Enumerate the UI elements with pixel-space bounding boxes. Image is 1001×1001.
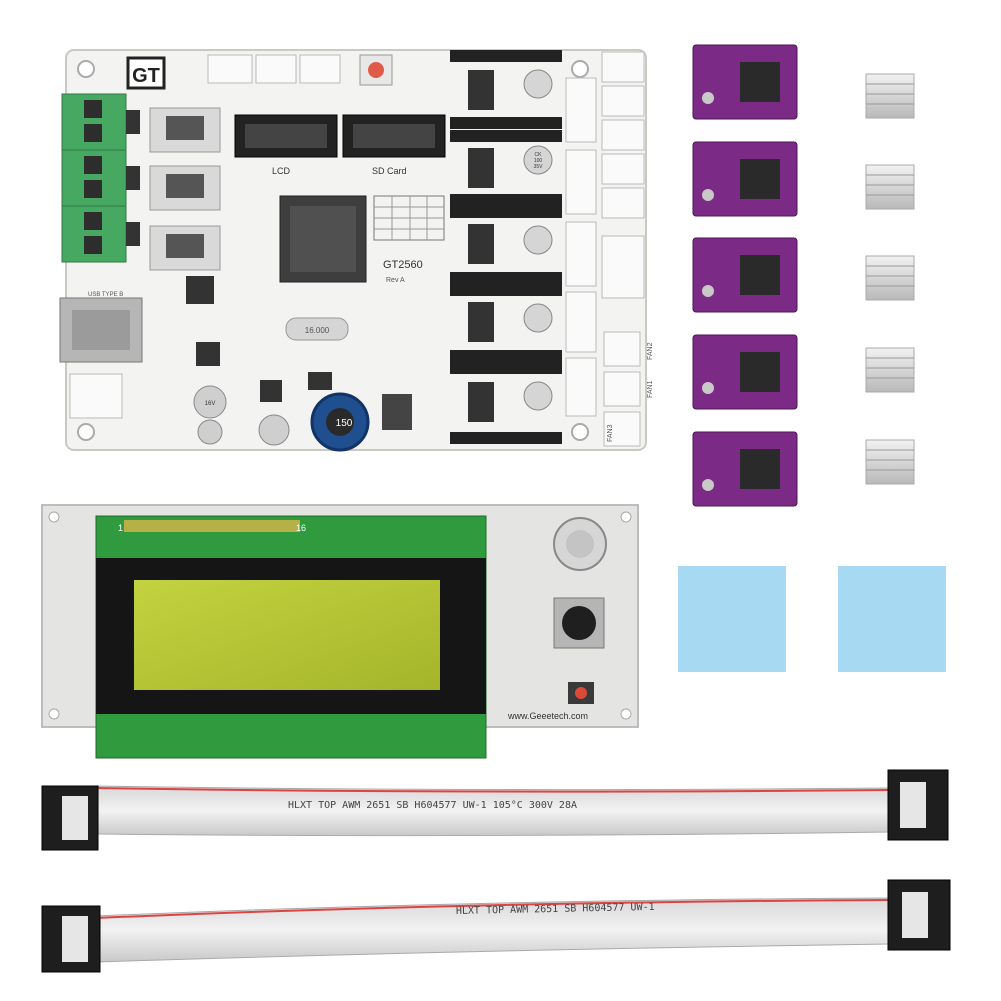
usb-label: USB TYPE B <box>88 292 123 298</box>
driver-cap-label: 100 <box>534 158 543 164</box>
lcd-url: www.Geeetech.com <box>507 711 588 721</box>
driver-socket <box>450 284 562 362</box>
stepper-driver <box>692 431 798 507</box>
capacitors: 16V <box>193 385 290 446</box>
ic-chip <box>308 372 332 390</box>
thermal-pad <box>678 566 786 672</box>
ic-chip <box>260 380 282 402</box>
ic-chip <box>186 276 214 304</box>
usb-port: USB TYPE B <box>59 292 143 363</box>
buzzer <box>553 517 607 571</box>
endstop-connectors: FAN2 FAN1 FAN3 <box>565 51 654 447</box>
heatsink <box>865 164 915 210</box>
driver-socket <box>450 50 562 129</box>
reset-button <box>359 54 393 86</box>
pin-first-label: 1 <box>118 523 123 533</box>
pin-last-label: 16 <box>296 523 306 533</box>
power-connector <box>69 373 123 419</box>
lcd-header: LCD <box>234 114 338 176</box>
stepper-driver <box>692 334 798 410</box>
thermal-pad <box>838 566 946 672</box>
driver-cap-label: CK <box>535 152 543 158</box>
driver-socket <box>450 206 562 284</box>
heatsink <box>865 439 915 485</box>
heatsink <box>865 73 915 119</box>
lcd-module: 1 16 www.Geeetech.com <box>41 504 639 759</box>
ribbon-cable-top: HLXT TOP AWM 2651 SB H604577 UW-1 105°C … <box>41 769 949 851</box>
rotary-encoder <box>553 597 605 649</box>
controller-board: GT <box>59 49 654 452</box>
sd-card-header: SD Card <box>342 114 446 176</box>
ribbon-top-text: HLXT TOP AWM 2651 SB H604577 UW-1 105°C … <box>288 800 577 811</box>
heatsink <box>865 347 915 393</box>
mount-hole <box>77 423 95 441</box>
crystal: 16.000 <box>285 317 349 341</box>
driver-sockets: CK 100 35V <box>450 50 562 444</box>
top-connectors <box>207 54 341 84</box>
lcd-screen <box>134 580 440 690</box>
heatsinks <box>865 73 915 485</box>
driver-cap-label: 35V <box>534 164 544 170</box>
mcu-chip <box>279 195 367 283</box>
lcd-header-label: LCD <box>272 166 291 176</box>
board-revision: Rev A <box>386 277 405 284</box>
crystal-label: 16.000 <box>305 326 330 335</box>
stepper-driver <box>692 237 798 313</box>
mosfets <box>149 107 221 271</box>
inductor-label: 150 <box>336 418 353 429</box>
fan-label: FAN1 <box>647 380 654 398</box>
power-terminals <box>61 93 140 263</box>
lcd-reset-button <box>568 682 594 704</box>
regulator <box>382 394 412 430</box>
stepper-drivers <box>692 44 798 507</box>
board-model: GT2560 <box>383 259 423 271</box>
fan-label: FAN3 <box>607 424 614 442</box>
heatsink <box>865 255 915 301</box>
geeetech-logo: GT <box>126 56 166 90</box>
cap-label: 16V <box>205 401 216 407</box>
logo-text: GT <box>132 65 160 87</box>
stepper-driver <box>692 44 798 120</box>
mount-hole <box>571 60 589 78</box>
fan-label: FAN2 <box>647 342 654 360</box>
ribbon-bottom-text: HLXT TOP AWM 2651 SB H604577 UW-1 <box>456 902 655 917</box>
inductor: 150 <box>310 392 370 452</box>
microstep-table <box>373 195 445 241</box>
mount-hole <box>571 423 589 441</box>
sd-header-label: SD Card <box>372 166 407 176</box>
ic-chip <box>196 342 220 366</box>
stepper-driver <box>692 141 798 217</box>
ribbon-cable-bottom: HLXT TOP AWM 2651 SB H604577 UW-1 <box>41 879 951 973</box>
mount-hole <box>77 60 95 78</box>
driver-socket <box>450 362 562 444</box>
driver-socket: CK 100 35V <box>450 130 562 206</box>
